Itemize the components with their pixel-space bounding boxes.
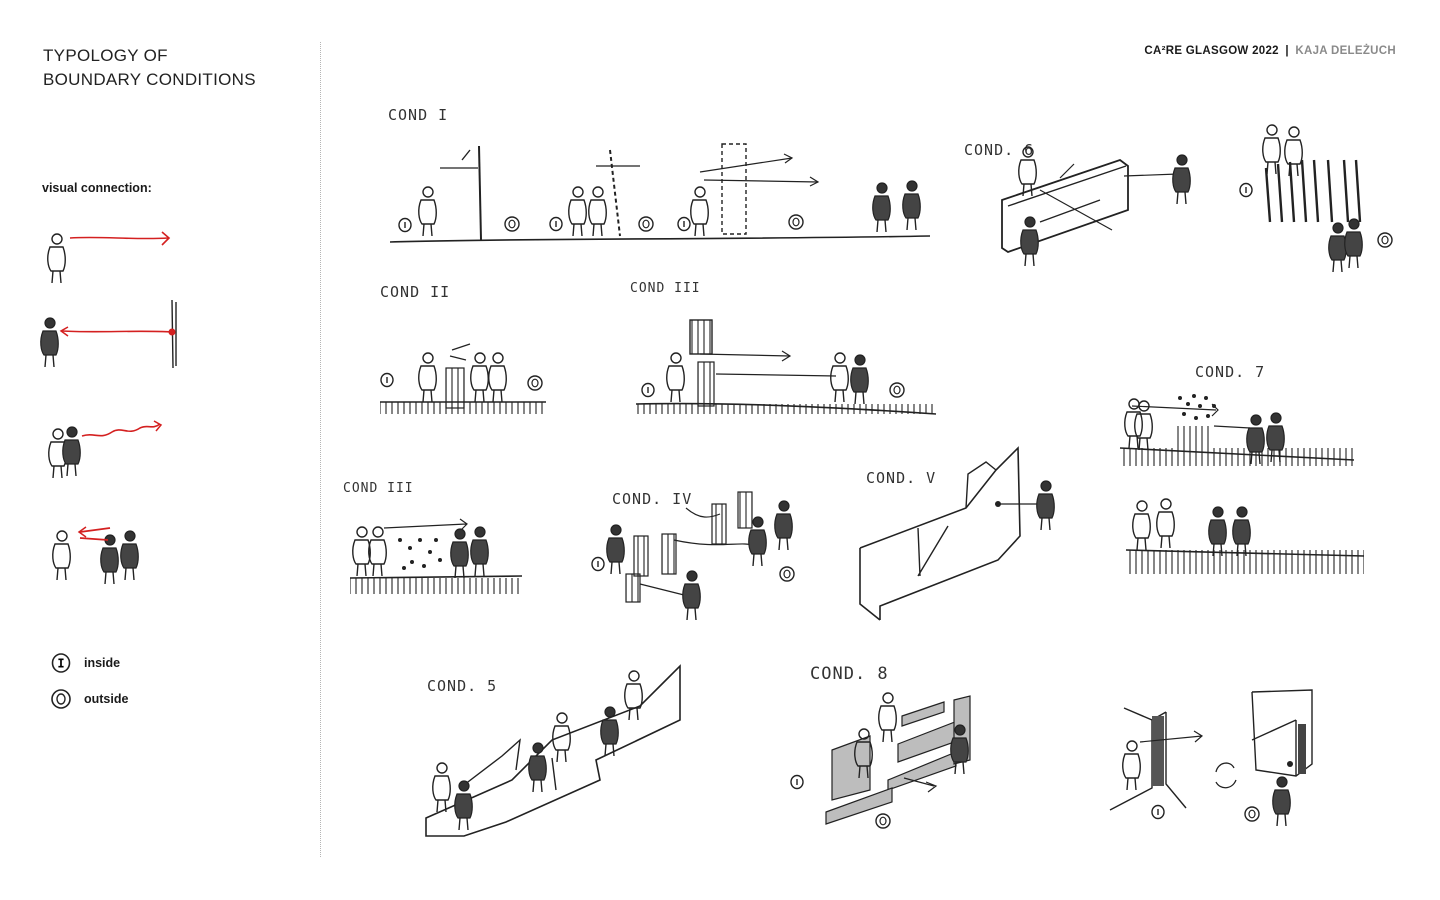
vc-example-2 [40,299,177,369]
sketch-cond-6 [1001,124,1393,273]
label-cond-6: COND. 6 [964,141,1035,159]
sketch-cond-7 [1119,394,1355,466]
vc-example-1 [47,231,171,284]
label-cond-4: COND. IV [612,490,693,508]
legend-outside: outside [50,688,128,710]
label-cond-2: COND II [380,283,451,301]
label-cond-v: COND. V [866,469,937,487]
sketch-cond-8 [790,692,971,829]
label-cond-8: COND. 8 [810,664,889,684]
sketch-cond-4 [591,491,795,621]
title-line-2: BOUNDARY CONDITIONS [43,70,256,89]
author-name: KAJA DELEŻUCH [1295,45,1396,57]
title-line-1: TYPOLOGY OF [43,46,168,65]
sketch-cond-3b [349,518,523,594]
legend-outside-label: outside [84,692,129,706]
legend-inside-label: inside [84,656,121,670]
sketch-cond-3a [635,319,937,415]
sketch-cond-2 [380,343,546,414]
visual-connection-label: visual connection: [42,181,152,195]
header-credits: CA²RE GLASGOW 2022 | KAJA DELEŻUCH [1144,45,1396,57]
label-cond-5: COND. 5 [427,677,498,695]
vc-example-3 [48,420,163,479]
label-cond-1: COND I [388,106,449,124]
label-cond-7: COND. 7 [1195,363,1266,381]
svg-text:I: I [57,657,64,671]
sketch-cond-5 [425,664,681,837]
legend-inside: I inside [50,652,120,674]
sketch-cond-v [859,446,1055,621]
project-name: CA²RE GLASGOW 2022 [1144,45,1279,57]
header-separator: | [1285,45,1289,57]
sketch-cond-7-lower [1125,498,1365,574]
sketch-cond-1 [389,143,931,243]
label-cond-3b: COND III [343,481,414,496]
label-cond-3a: COND III [630,281,701,296]
sketch-corner-pair [1109,689,1313,827]
vc-example-4 [52,526,139,585]
inside-symbol-icon: I [51,653,71,673]
outside-symbol-icon [51,689,71,709]
page-title: TYPOLOGY OF BOUNDARY CONDITIONS [43,44,256,92]
sidebar-divider [320,42,321,857]
